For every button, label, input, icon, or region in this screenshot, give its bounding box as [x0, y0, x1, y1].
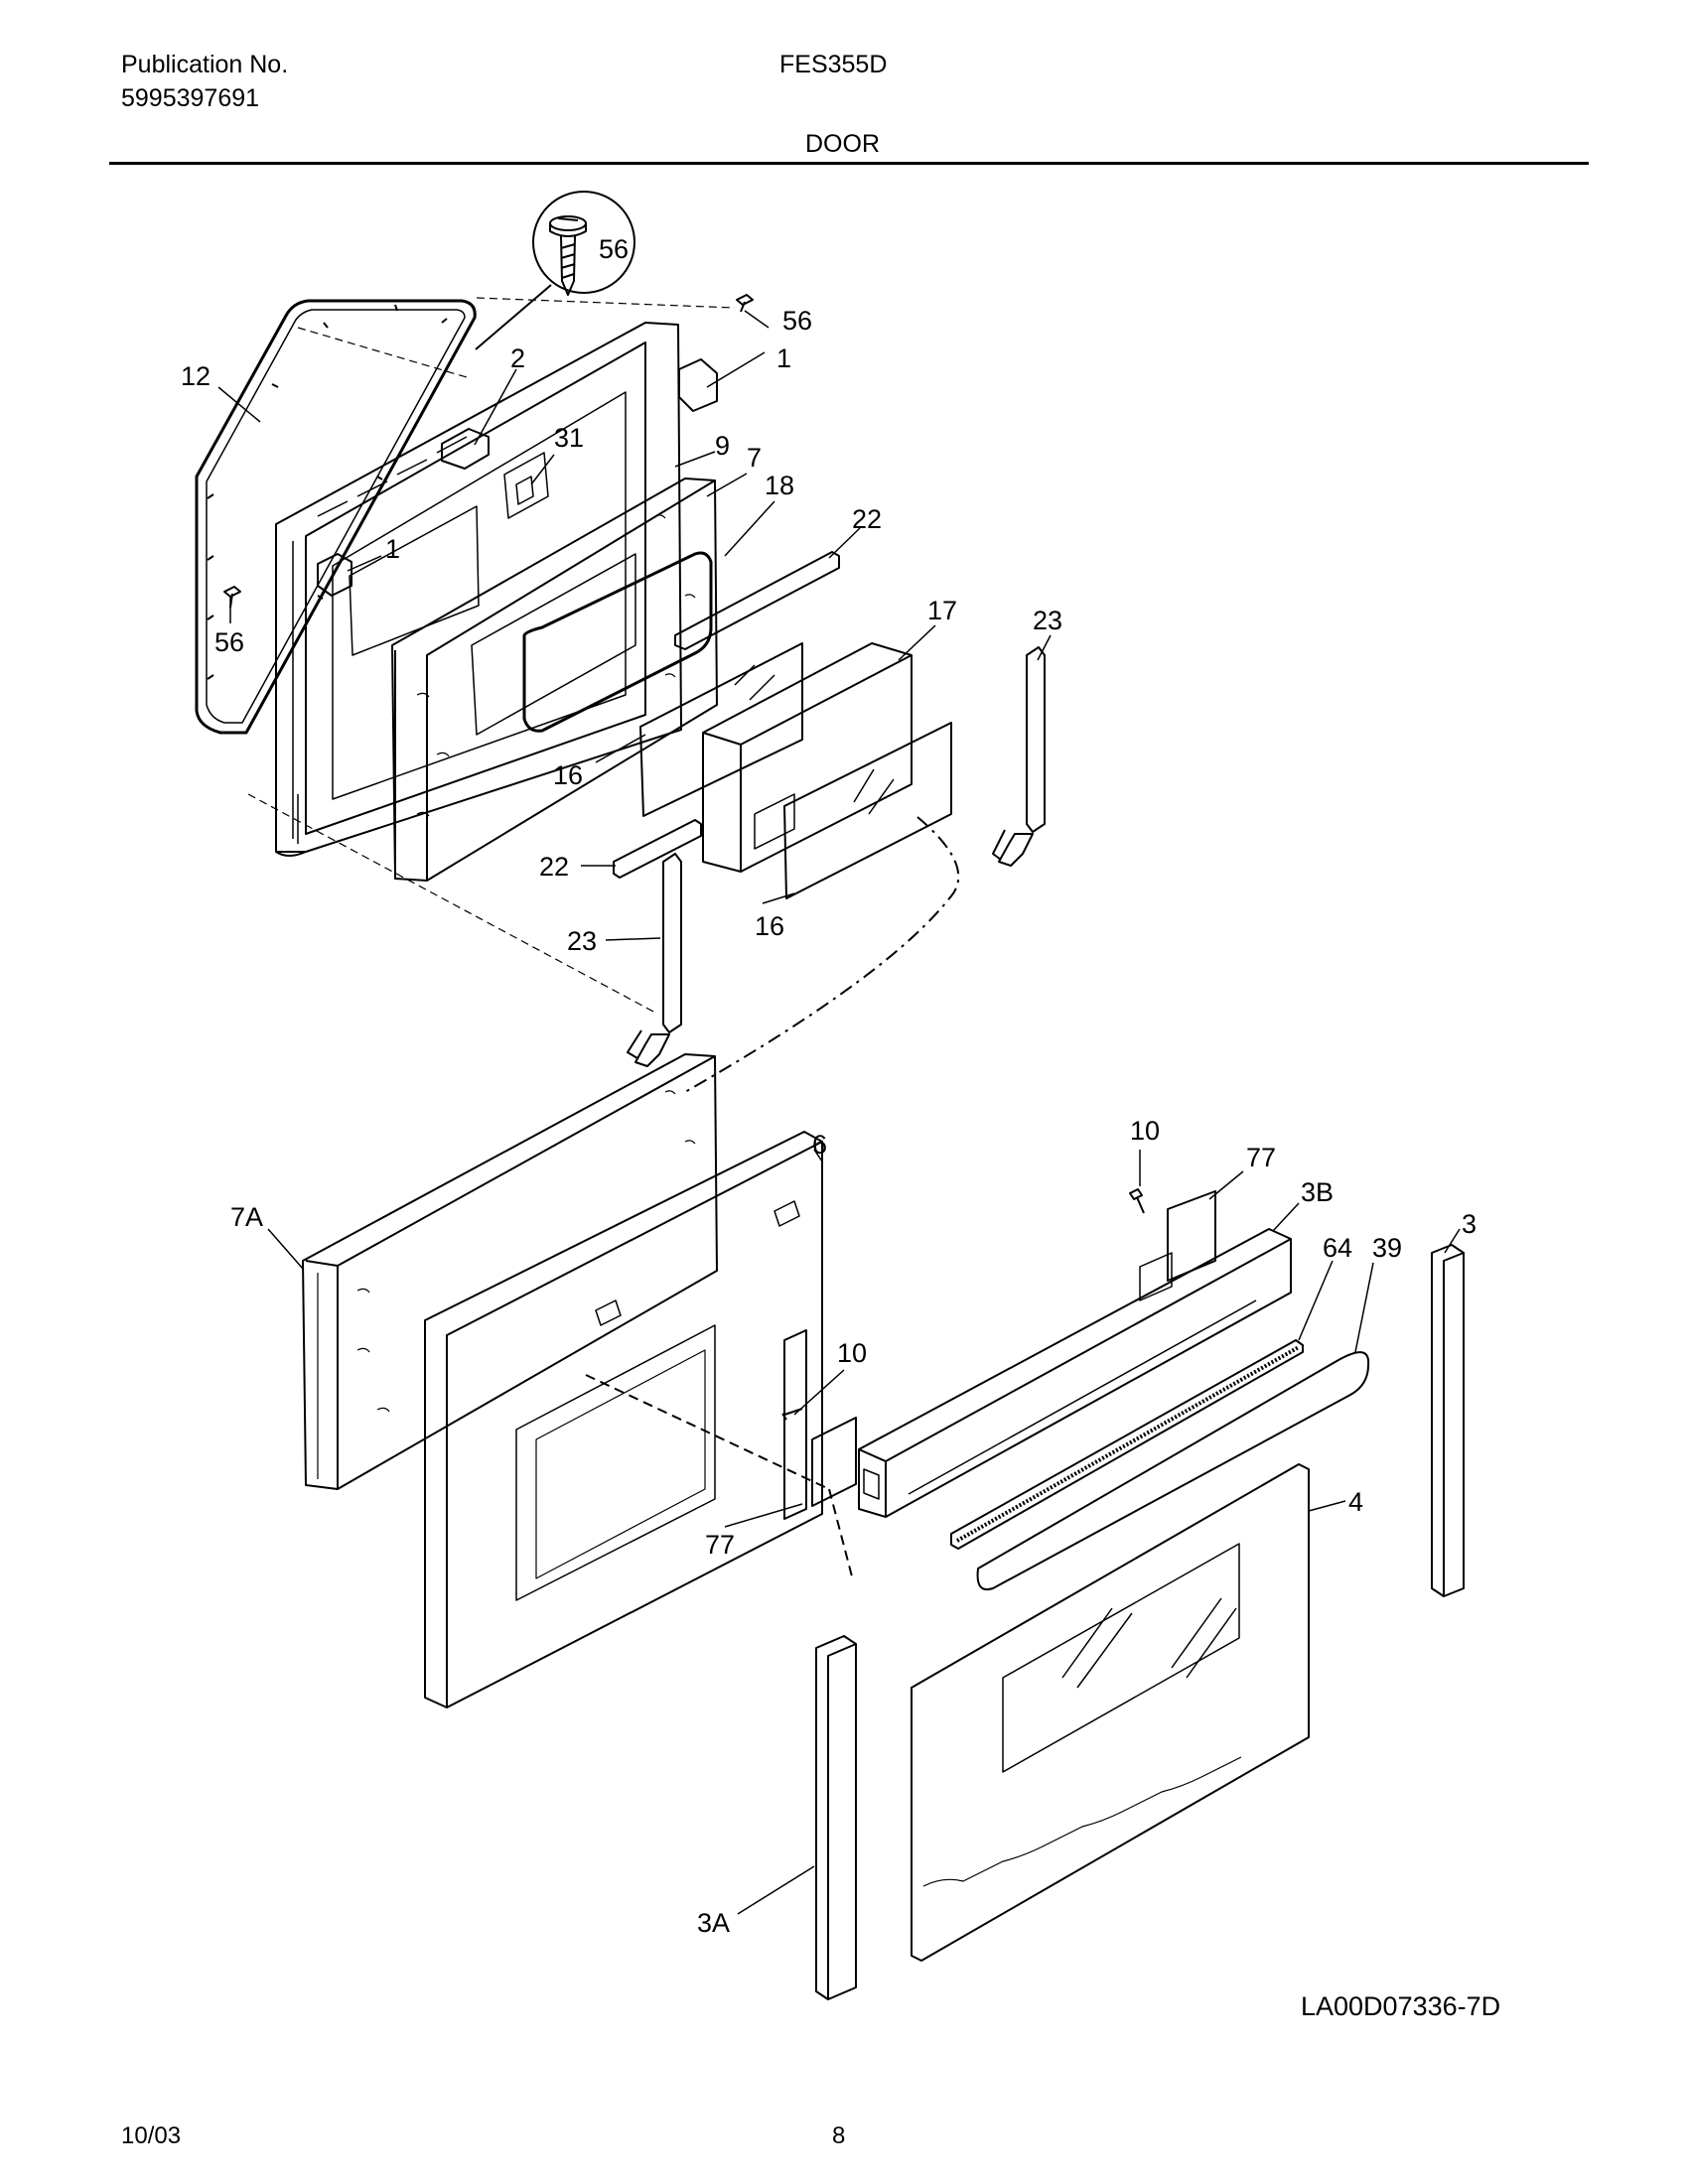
callout-16-bottom: 16	[755, 911, 784, 941]
screw-detail-circle	[532, 191, 635, 296]
insulation-7	[391, 478, 718, 882]
bracket-31	[503, 452, 549, 519]
screw-10-top	[1129, 1188, 1145, 1214]
publication-number: 5995397691	[121, 84, 260, 112]
callout-77-top: 77	[1246, 1143, 1276, 1172]
callout-3B: 3B	[1301, 1177, 1334, 1207]
publication-label: Publication No.	[121, 51, 289, 78]
channel-3A	[815, 1635, 857, 2000]
screw-56-top	[736, 294, 754, 313]
hinge-plate-77-mid	[811, 1417, 857, 1507]
hinge-path-line	[684, 816, 960, 1093]
callout-23-left: 23	[567, 926, 597, 956]
callout-22-top: 22	[852, 504, 882, 534]
glass-16-bottom	[783, 722, 952, 899]
callout-16-left: 16	[553, 760, 583, 790]
hinge-receiver-2	[441, 428, 490, 470]
callout-6: 6	[812, 1130, 827, 1160]
liner-vent-slots	[317, 436, 468, 517]
alignment-lines	[247, 297, 736, 1014]
callout-3A: 3A	[697, 1908, 730, 1938]
rail-22-bottom	[613, 819, 702, 879]
plate-1-left	[317, 553, 352, 597]
callout-leaders	[217, 310, 1461, 1915]
callout-18: 18	[765, 471, 794, 500]
hinge-mount-plate	[783, 1329, 807, 1520]
callout-2: 2	[510, 343, 525, 373]
plate-1-top	[678, 358, 718, 412]
callout-77-bottom: 77	[705, 1530, 735, 1560]
callout-39: 39	[1372, 1233, 1402, 1263]
section-title: DOOR	[805, 130, 880, 158]
door-gasket-12	[195, 299, 477, 735]
callout-1-top: 1	[776, 343, 791, 373]
callout-12: 12	[181, 361, 211, 391]
inner-door-liner-9	[275, 322, 682, 857]
page-number: 8	[832, 2122, 846, 2149]
rail-22-top	[674, 551, 840, 650]
callout-56-left: 56	[214, 627, 244, 657]
outer-door-4	[911, 1463, 1310, 1962]
header-rule	[109, 162, 1589, 165]
callout-3: 3	[1462, 1209, 1477, 1239]
screw-56-left	[223, 586, 241, 609]
callout-1-left: 1	[385, 534, 400, 564]
callout-7A: 7A	[230, 1202, 263, 1232]
gasket-18	[522, 551, 713, 733]
dashed-shield-outline	[585, 1374, 853, 1577]
callout-10-top: 10	[1130, 1116, 1160, 1146]
callout-56-detail: 56	[599, 234, 629, 264]
callout-23-right: 23	[1033, 606, 1062, 635]
trim-64	[950, 1339, 1304, 1550]
callout-31: 31	[554, 423, 584, 453]
callout-4: 4	[1348, 1487, 1363, 1517]
figure-id: LA00D07336-7D	[1301, 1991, 1501, 2021]
door-frame-6	[424, 1131, 823, 1708]
handle-39	[976, 1351, 1370, 1590]
callout-7: 7	[747, 443, 762, 473]
callout-22-bottom: 22	[539, 852, 569, 882]
insulation-7A	[302, 1053, 718, 1490]
callout-56-top: 56	[782, 306, 812, 336]
callout-64: 64	[1323, 1233, 1352, 1263]
callout-9: 9	[715, 431, 730, 461]
callout-10-mid: 10	[837, 1338, 867, 1368]
hinge-plate-77-top	[1167, 1190, 1216, 1282]
hinge-23-right	[992, 646, 1046, 867]
channel-3	[1431, 1244, 1465, 1597]
channel-3B	[858, 1228, 1292, 1518]
callout-17: 17	[927, 596, 957, 625]
detail-leader	[475, 284, 552, 350]
model-number: FES355D	[779, 51, 888, 78]
glass-pack-17	[702, 642, 913, 873]
hinge-23-left	[627, 853, 682, 1067]
footer-date: 10/03	[121, 2122, 182, 2149]
